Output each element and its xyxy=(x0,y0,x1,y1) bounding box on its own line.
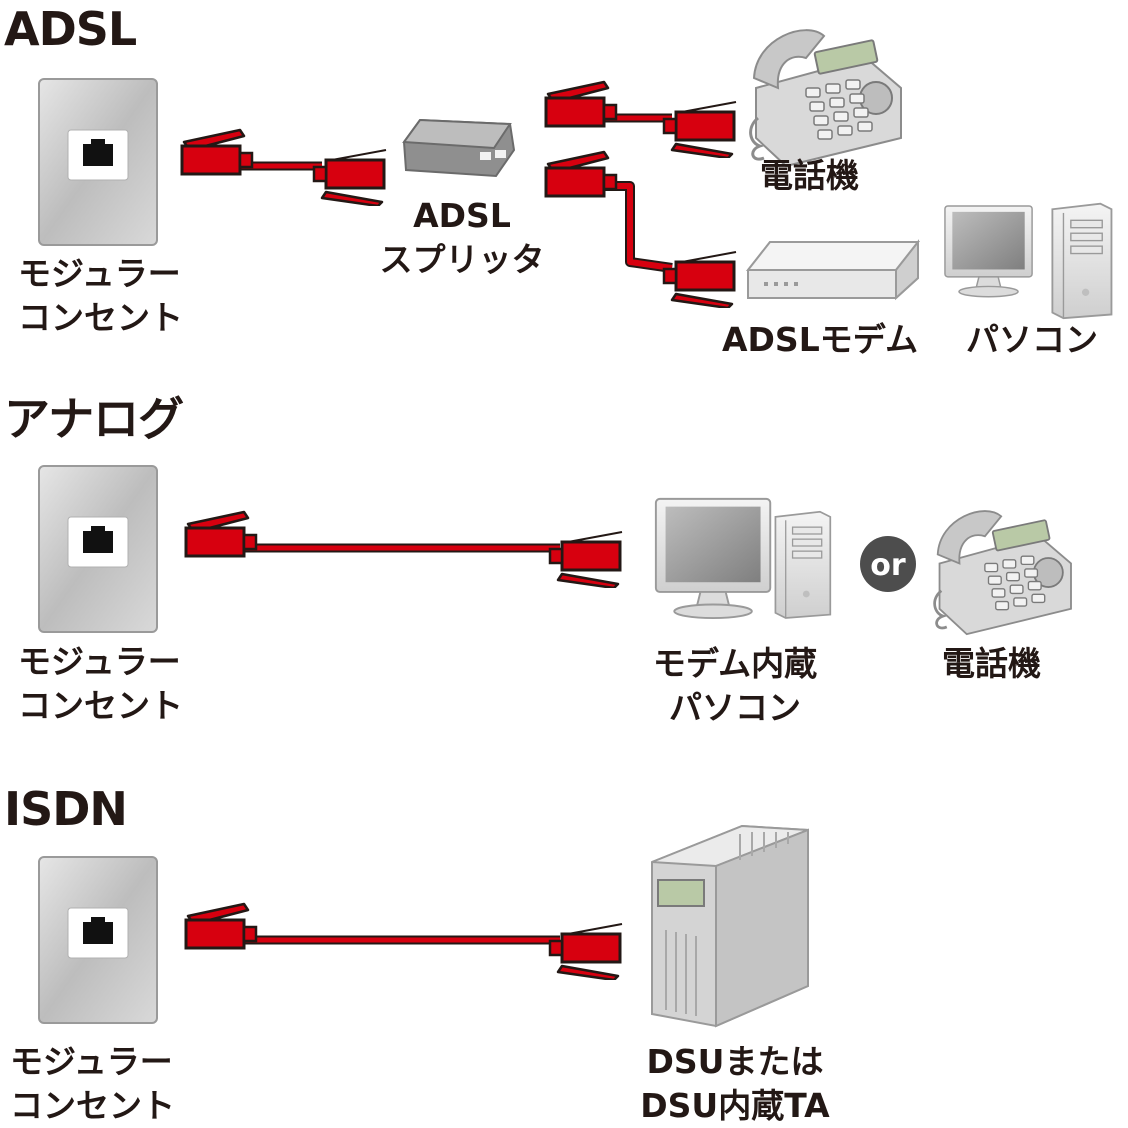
adsl-outlet-label: モジュラー コンセント xyxy=(18,254,183,337)
analog-section-title: アナログ xyxy=(4,392,184,446)
analog-plug-outlet-side-icon xyxy=(184,510,258,558)
adsl-wall-outlet-icon xyxy=(38,78,158,246)
adsl-section-title: ADSL xyxy=(4,2,137,56)
adsl-pc-tower-icon xyxy=(1051,202,1113,320)
isdn-outlet-label: モジュラー コンセント xyxy=(10,1042,175,1125)
adsl-phone-label: 電話機 xyxy=(760,156,859,195)
analog-pc-monitor-icon xyxy=(654,497,772,620)
isdn-device-label: DSUまたは DSU内蔵TA xyxy=(640,1042,830,1125)
adsl-modem-label: ADSLモデム xyxy=(722,320,919,359)
adsl-modem-icon xyxy=(745,239,921,301)
adsl-plug-modem-branch-b-icon xyxy=(662,250,738,308)
analog-plug-device-side-icon xyxy=(548,530,624,588)
isdn-section-title: ISDN xyxy=(4,782,128,836)
dsu-device-icon xyxy=(651,824,809,1028)
adsl-pc-label: パソコン xyxy=(966,320,1098,359)
analog-pc-tower-icon xyxy=(774,510,832,620)
or-label: or xyxy=(870,548,906,583)
analog-phone-label: 電話機 xyxy=(942,644,1041,683)
analog-wall-outlet-icon xyxy=(38,465,158,633)
adsl-plug-outlet-side-icon xyxy=(180,128,254,176)
analog-pc-label: モデム内蔵 パソコン xyxy=(652,644,818,727)
isdn-plug-device-side-icon xyxy=(548,922,624,980)
adsl-splitter-label: ADSL スプリッタ xyxy=(379,196,545,279)
isdn-plug-outlet-side-icon xyxy=(184,902,258,950)
analog-outlet-label: モジュラー コンセント xyxy=(18,642,183,725)
analog-phone-icon xyxy=(933,509,1073,636)
splitter-icon xyxy=(402,118,516,178)
adsl-phone-icon xyxy=(749,28,903,168)
adsl-plug-phone-branch-a-icon xyxy=(544,80,618,128)
adsl-plug-phone-branch-b-icon xyxy=(662,100,738,158)
adsl-plug-modem-branch-a-icon xyxy=(544,150,618,198)
isdn-wall-outlet-icon xyxy=(38,856,158,1024)
adsl-pc-monitor-icon xyxy=(944,205,1033,298)
or-badge xyxy=(860,536,916,592)
